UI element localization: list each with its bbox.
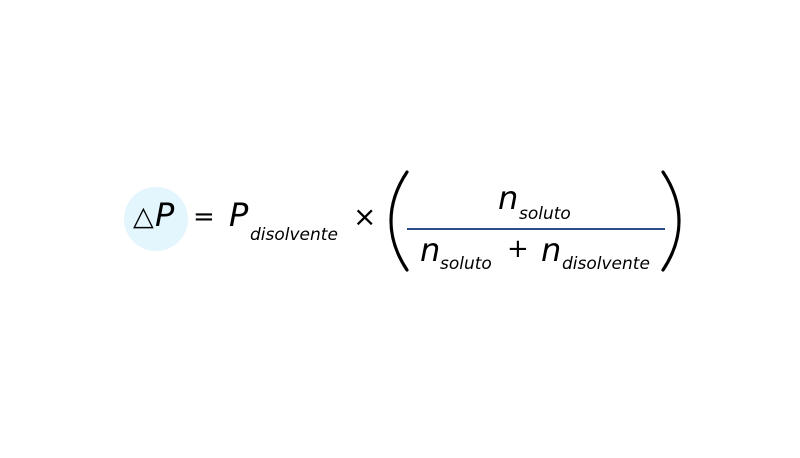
numerator-moles-variable: n — [498, 179, 519, 217]
rhs-pressure-variable: P — [229, 196, 249, 234]
right-parenthesis — [661, 170, 681, 272]
equals-sign: = — [193, 202, 215, 232]
denominator-solvent-subscript: disolvente — [562, 254, 650, 274]
denominator-solvent-variable: n — [541, 231, 562, 269]
delta-symbol: △ — [133, 201, 154, 232]
rhs-pressure-subscript: disolvente — [250, 225, 338, 245]
delta-highlight-circle — [124, 187, 188, 251]
denominator-solute-variable: n — [420, 231, 441, 269]
numerator-moles-subscript: soluto — [519, 204, 571, 224]
plus-sign: + — [507, 234, 529, 264]
denominator-solute-subscript: soluto — [440, 254, 492, 274]
multiplication-sign: × — [353, 200, 377, 233]
lhs-pressure-variable: P — [155, 196, 175, 234]
left-parenthesis — [389, 170, 409, 272]
fraction-bar — [407, 228, 665, 230]
